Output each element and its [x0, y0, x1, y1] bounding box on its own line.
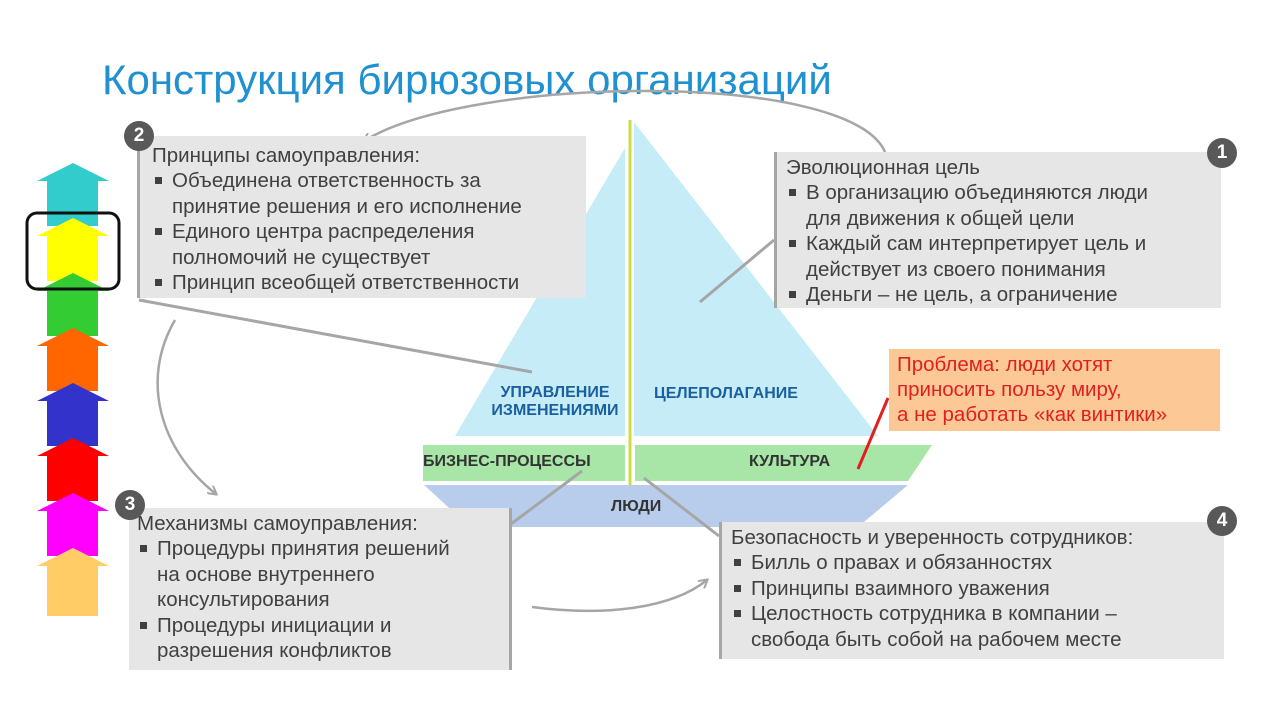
- list-item: Процедуры инициации и разрешения конфлик…: [137, 613, 509, 664]
- list-item: В организацию объединяются люди для движ…: [786, 180, 1221, 231]
- list-item-line: на основе внутреннего: [157, 562, 375, 586]
- hull-label: ЛЮДИ: [611, 498, 662, 515]
- list-item: Целостность сотрудника в компании – своб…: [731, 601, 1224, 652]
- deck-left-label: БИЗНЕС-ПРОЦЕССЫ: [423, 453, 591, 470]
- spectrum-arrow-green: [37, 273, 109, 336]
- list-item-line: консультирования: [157, 588, 330, 611]
- bullet-list: Объединена ответственность за принятие р…: [152, 168, 586, 296]
- list-item: Каждый сам интерпретирует цель и действу…: [786, 231, 1221, 282]
- list-item-line: Целостность сотрудника в компании –: [751, 602, 1117, 625]
- box-heading: Безопасность и уверенность сотрудников:: [731, 526, 1134, 549]
- list-item-line: разрешения конфликтов: [157, 639, 392, 662]
- list-item-line: Единого центра распределения: [172, 220, 475, 243]
- problem-line: приносить пользу миру,: [897, 378, 1122, 401]
- box-self-management-principles: Принципы самоуправления: Объединена отве…: [137, 136, 586, 298]
- list-item: Процедуры принятия решений на основе вну…: [137, 536, 509, 613]
- spectrum-selection-frame: [25, 211, 121, 291]
- problem-line: Проблема: люди хотят: [897, 353, 1113, 376]
- spectrum-arrow-yellow: [37, 218, 109, 281]
- sail-left-label-line-2: ИЗМЕНЕНИЯМИ: [491, 402, 619, 419]
- list-item-line: полномочий не существует: [172, 245, 431, 269]
- spectrum-arrow-turquoise: [37, 163, 109, 226]
- list-item: Деньги – не цель, а ограничение: [786, 282, 1221, 308]
- box-evolutionary-purpose: Эволюционная цель В организацию объединя…: [774, 152, 1221, 308]
- list-item-line: свобода быть собой на рабочем месте: [751, 627, 1122, 651]
- bullet-list: Процедуры принятия решений на основе вну…: [137, 536, 509, 664]
- step-badge-3: 3: [115, 490, 145, 520]
- problem-line: а не работать «как винтики»: [897, 403, 1168, 426]
- spectrum-arrow-peach: [37, 548, 109, 616]
- list-item-line: Билль о правах и обязанностях: [751, 551, 1052, 574]
- box-employee-safety: Безопасность и уверенность сотрудников: …: [719, 522, 1224, 659]
- sailboat: [423, 120, 932, 527]
- sail-left-label: УПРАВЛЕНИЕ ИЗМЕНЕНИЯМИ: [480, 384, 630, 420]
- sail-right: [634, 122, 878, 436]
- spectrum-arrow-blue: [37, 383, 109, 446]
- hull: [424, 485, 908, 527]
- spectrum-arrow-red: [37, 438, 109, 501]
- list-item-line: Процедуры принятия решений: [157, 537, 450, 560]
- spectrum-arrow-orange: [37, 328, 109, 391]
- step-badge-2: 2: [124, 121, 154, 151]
- list-item: Единого центра распределения полномочий …: [152, 219, 586, 270]
- list-item: Объединена ответственность за принятие р…: [152, 168, 586, 219]
- list-item-line: Объединена ответственность за: [172, 169, 481, 192]
- box-heading: Принципы самоуправления:: [152, 144, 421, 167]
- list-item-line: принятие решения и его исполнение: [172, 194, 522, 218]
- sail-left-label-line-1: УПРАВЛЕНИЕ: [500, 384, 610, 401]
- deck-left: [423, 445, 625, 481]
- list-item-line: Принципы взаимного уважения: [751, 576, 1050, 600]
- box-heading: Механизмы самоуправления:: [137, 512, 418, 535]
- list-item: Билль о правах и обязанностях: [731, 550, 1224, 576]
- problem-callout: Проблема: люди хотят приносить пользу ми…: [889, 349, 1220, 431]
- list-item-line: Деньги – не цель, а ограничение: [806, 283, 1118, 306]
- box-self-management-mechanisms: Механизмы самоуправления: Процедуры прин…: [129, 508, 512, 670]
- connectors: [138, 238, 890, 538]
- deck-right: [635, 445, 932, 481]
- list-item-line: В организацию объединяются люди: [806, 181, 1148, 204]
- list-item-line: действует из своего понимания: [806, 257, 1106, 281]
- step-badge-4: 4: [1207, 506, 1237, 536]
- deck-right-label: КУЛЬТУРА: [749, 453, 831, 470]
- spectrum-arrow-magenta: [37, 493, 109, 556]
- spectrum-arrows: [37, 163, 109, 616]
- list-item: Принципы взаимного уважения: [731, 576, 1224, 602]
- list-item-line: для движения к общей цели: [806, 206, 1075, 230]
- list-item-line: Процедуры инициации и: [157, 613, 392, 637]
- bullet-list: В организацию объединяются люди для движ…: [786, 180, 1221, 308]
- list-item: Принцип всеобщей ответственности: [152, 270, 586, 296]
- list-item-line: Каждый сам интерпретирует цель и: [806, 232, 1147, 255]
- step-badge-1: 1: [1207, 138, 1237, 168]
- list-item-line: Принцип всеобщей ответственности: [172, 271, 520, 294]
- flow-arrows: [156, 89, 887, 613]
- sail-right-label: ЦЕЛЕПОЛАГАНИЕ: [654, 385, 798, 402]
- box-heading: Эволюционная цель: [786, 156, 980, 179]
- page-title: Конструкция бирюзовых организаций: [102, 56, 832, 103]
- bullet-list: Билль о правах и обязанностях Принципы в…: [731, 550, 1224, 652]
